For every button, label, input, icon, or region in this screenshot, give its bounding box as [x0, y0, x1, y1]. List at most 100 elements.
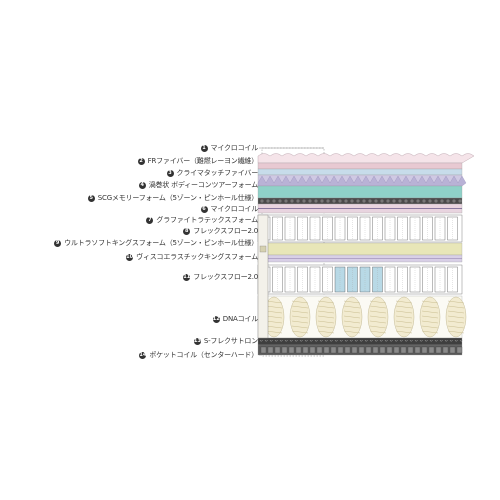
- convoluted-foam-peaks: [257, 175, 467, 187]
- microcoil-dot: [356, 199, 360, 203]
- flexatron-wave: [344, 339, 348, 342]
- layer-number-badge: 14: [139, 351, 147, 359]
- pocket-coil: [372, 346, 379, 354]
- microcoil-dot: [380, 199, 384, 203]
- coil-wire: [447, 325, 465, 329]
- microcoil-dot: [422, 199, 426, 203]
- flexatron-wave: [319, 339, 323, 342]
- coil-wire: [343, 320, 361, 324]
- fr-fiber-layer: [257, 162, 463, 170]
- pocket-coil: [358, 346, 365, 354]
- pocket-coil: [281, 346, 288, 354]
- flexflow-cell: [434, 266, 446, 293]
- layer-number-badge: 11: [183, 273, 191, 281]
- flexatron-wave: [279, 339, 283, 342]
- side-edge-panel: [257, 214, 269, 339]
- microcoil-dot: [260, 199, 264, 203]
- microcoil-dot: [290, 199, 294, 203]
- flexatron-wave: [364, 339, 368, 342]
- pocket-coil: [344, 346, 351, 354]
- microcoil-dot: [308, 199, 312, 203]
- flexatron-wave: [369, 339, 373, 342]
- microcoil-dot: [428, 199, 432, 203]
- layer-number-badge: 8: [183, 227, 191, 235]
- s-flexatron-layer: [257, 337, 463, 346]
- layer-name: 渦巻状 ボディーコンツアーフォーム: [148, 181, 258, 189]
- coil-wire: [343, 305, 361, 309]
- flexflow-cell: [384, 266, 396, 293]
- coil-wire: [265, 325, 283, 329]
- flexatron-wave: [264, 339, 268, 342]
- layer-name: ヴィスコエラスチックキングスフォーム: [136, 253, 258, 261]
- pocket-coil: [393, 346, 400, 354]
- coil-wire: [265, 300, 283, 304]
- pocket-coil: [428, 346, 435, 354]
- coil-wire: [369, 315, 387, 319]
- flexflow-cell: [447, 266, 458, 293]
- layer-name: フレックスフロー2.0: [193, 273, 258, 281]
- coil-wire: [447, 310, 465, 314]
- pocket-coil: [365, 346, 372, 354]
- microcoil-dot: [374, 199, 378, 203]
- layer-name: SCGメモリーフォーム（5ゾーン・ピンホール仕様）: [97, 194, 258, 202]
- coil-wire: [343, 300, 361, 304]
- layer-number-badge: 7: [146, 216, 154, 224]
- pocket-coil: [456, 346, 463, 354]
- layer-name: ウルトラソフトキングスフォーム（5ゾーン・ピンホール仕様）: [64, 239, 258, 247]
- microcoil-dot: [392, 199, 396, 203]
- pocket-coil: [449, 346, 456, 354]
- microcoil-dot: [338, 199, 342, 203]
- microcoil-dot: [398, 199, 402, 203]
- flexatron-wave: [389, 339, 393, 342]
- flexatron-wave: [339, 339, 343, 342]
- flexflow-cell: [309, 266, 321, 293]
- layer-number-badge: 4: [138, 181, 146, 189]
- layer-name: FRファイバー（難燃レーヨン繊維）: [147, 157, 259, 165]
- microcoil-dot: [284, 199, 288, 203]
- layer-name: マイクロコイル: [210, 205, 259, 213]
- pocket-coil: [302, 346, 309, 354]
- flexflow-cell: [297, 266, 308, 293]
- flexatron-wave: [399, 339, 403, 342]
- pocket-coil: [323, 346, 330, 354]
- flexatron-wave: [454, 339, 458, 342]
- coil-wire: [421, 300, 439, 304]
- coil-wire: [343, 310, 361, 314]
- layer-name: DNAコイル: [222, 315, 258, 323]
- microcoil-dot: [410, 199, 414, 203]
- flexatron-wave: [419, 339, 423, 342]
- flexatron-wave: [424, 339, 428, 342]
- coil-wire: [317, 315, 335, 319]
- coil-wire: [421, 310, 439, 314]
- microcoil-dot: [386, 199, 390, 203]
- pocket-coil: [309, 346, 316, 354]
- coil-wire: [369, 325, 387, 329]
- flexflow-cell: [284, 266, 296, 293]
- microcoil-dot: [362, 199, 366, 203]
- flexatron-wave: [359, 339, 363, 342]
- flexatron-wave: [259, 339, 263, 342]
- layer-number-badge: 3: [166, 169, 174, 177]
- coil-wire: [395, 305, 413, 309]
- flexflow-cell: [272, 266, 283, 293]
- microcoil-dot: [314, 199, 318, 203]
- pocket-coil: [379, 346, 386, 354]
- microcoil-dot: [266, 199, 270, 203]
- pocket-coil: [400, 346, 407, 354]
- coil-wire: [343, 330, 361, 334]
- coil-wire: [395, 320, 413, 324]
- flexflow-cell: [347, 266, 358, 293]
- flexatron-wave: [284, 339, 288, 342]
- microcoil-dot: [320, 199, 324, 203]
- flexflow-cell: [422, 266, 433, 293]
- coil-wire: [291, 330, 309, 334]
- coil-wire: [369, 320, 387, 324]
- flexatron-wave: [324, 339, 328, 342]
- flexatron-wave: [409, 339, 413, 342]
